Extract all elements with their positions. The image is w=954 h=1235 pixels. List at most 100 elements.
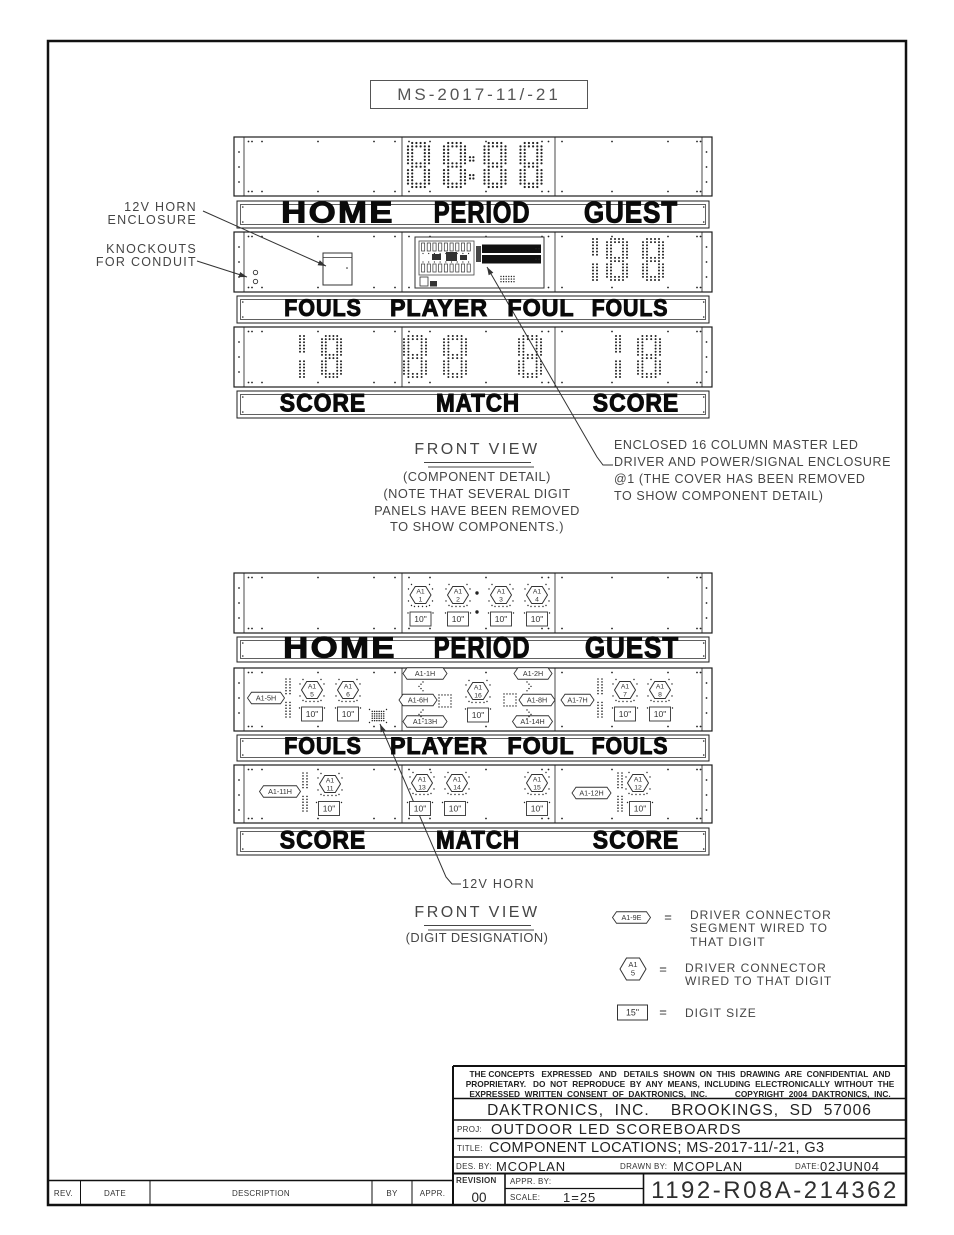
digit-hint-dot xyxy=(671,695,673,697)
led-dot xyxy=(465,366,467,369)
segment-hint-dot xyxy=(420,687,422,690)
led-dot xyxy=(650,238,652,240)
led-dot xyxy=(523,141,526,145)
led-dot xyxy=(459,165,462,168)
led-dot xyxy=(303,341,305,344)
rivet-dot xyxy=(611,330,613,333)
oval-connector-symbol xyxy=(398,693,438,707)
led-dot xyxy=(340,360,342,363)
led-dot xyxy=(407,353,410,356)
led-dot xyxy=(646,238,648,240)
board-dot xyxy=(445,261,447,263)
led-dot xyxy=(420,376,423,378)
led-dot xyxy=(621,775,623,777)
hex-connector-symbol xyxy=(648,681,672,699)
oval-connector-symbol xyxy=(571,786,612,800)
rivet-dot xyxy=(242,740,244,742)
rivet-dot xyxy=(485,576,487,579)
board-dot xyxy=(433,252,435,255)
hex-connector-symbol xyxy=(489,586,513,604)
led-dot xyxy=(472,177,475,180)
led-dot xyxy=(299,347,301,350)
callout-line: ENCLOSURE xyxy=(107,212,197,227)
segment-hint-dot xyxy=(438,697,440,699)
led-dot xyxy=(658,247,660,250)
led-dot xyxy=(504,168,507,172)
digit-hint-dot xyxy=(612,683,614,685)
led-dot xyxy=(302,786,304,789)
led-dot xyxy=(483,155,486,158)
led-dot xyxy=(403,353,405,356)
hex-label-top: A1 xyxy=(621,684,630,691)
rivet-dot xyxy=(408,817,410,820)
led-dot xyxy=(654,347,657,350)
led-dot xyxy=(324,360,327,363)
led-dot xyxy=(303,344,305,347)
led-dot xyxy=(596,269,598,272)
led-dot xyxy=(491,185,494,189)
legend-line: SEGMENT WIRED TO xyxy=(690,921,829,936)
led-dot xyxy=(328,372,331,375)
led-dot xyxy=(460,366,463,369)
led-dot xyxy=(641,344,644,347)
led-dot xyxy=(601,704,603,707)
led-dot xyxy=(299,350,301,353)
rivet-dot xyxy=(261,190,263,193)
led-dot xyxy=(447,363,450,366)
led-dot xyxy=(303,369,305,372)
led-dot xyxy=(658,269,660,272)
digit-hint-dot xyxy=(545,771,547,774)
led-dot xyxy=(415,165,418,168)
led-dot xyxy=(340,366,342,369)
led-dot xyxy=(540,175,543,178)
led-dot xyxy=(536,148,539,151)
led-dot xyxy=(459,168,462,172)
led-dot xyxy=(403,347,405,350)
board-dot xyxy=(428,252,430,255)
size-box xyxy=(409,801,431,816)
rivet-dot xyxy=(373,627,375,630)
connector xyxy=(432,242,437,252)
led-dot xyxy=(407,357,410,360)
led-dot xyxy=(618,275,620,278)
led-dot xyxy=(597,707,599,710)
led-dot xyxy=(592,266,594,269)
digit-hint-dot xyxy=(469,612,472,614)
led-dot xyxy=(641,369,644,372)
led-dot xyxy=(411,158,414,162)
led-dot xyxy=(526,353,529,356)
digit-hint-dot xyxy=(335,695,337,697)
rivet-dot xyxy=(408,330,410,333)
rivet-dot xyxy=(317,768,319,771)
led-dot xyxy=(592,275,594,278)
rivet-dot xyxy=(667,627,669,630)
rivet-dot xyxy=(696,576,698,579)
caption-home-1: HOME xyxy=(281,196,395,230)
led-dot xyxy=(641,338,644,341)
segment-hint-dot xyxy=(512,705,514,707)
led-dot xyxy=(617,775,619,777)
digit-hint-dot xyxy=(468,700,470,703)
led-dot xyxy=(460,363,463,366)
size-box xyxy=(614,706,636,722)
led-dot xyxy=(306,772,308,774)
led-dot xyxy=(621,795,623,798)
rivet-dot xyxy=(611,671,613,674)
segment-hint-dot xyxy=(450,700,452,702)
size-box-label: 10" xyxy=(531,804,543,814)
led-dot xyxy=(425,369,427,372)
led-dot xyxy=(606,244,608,247)
rivet-dot xyxy=(702,221,705,223)
led-dot xyxy=(483,179,486,182)
led-dot xyxy=(621,772,623,774)
led-dot xyxy=(621,780,623,783)
oval-label: A1-2H xyxy=(523,669,543,678)
horn-grid-dot xyxy=(383,712,385,715)
led-dot xyxy=(425,350,427,353)
rivet-dot xyxy=(702,833,705,835)
led-dot xyxy=(443,353,445,356)
digit-hint-dot xyxy=(468,679,470,682)
led-dot xyxy=(460,350,463,353)
segment-hint-dot xyxy=(515,696,517,698)
size-box-label: 10" xyxy=(342,709,354,719)
